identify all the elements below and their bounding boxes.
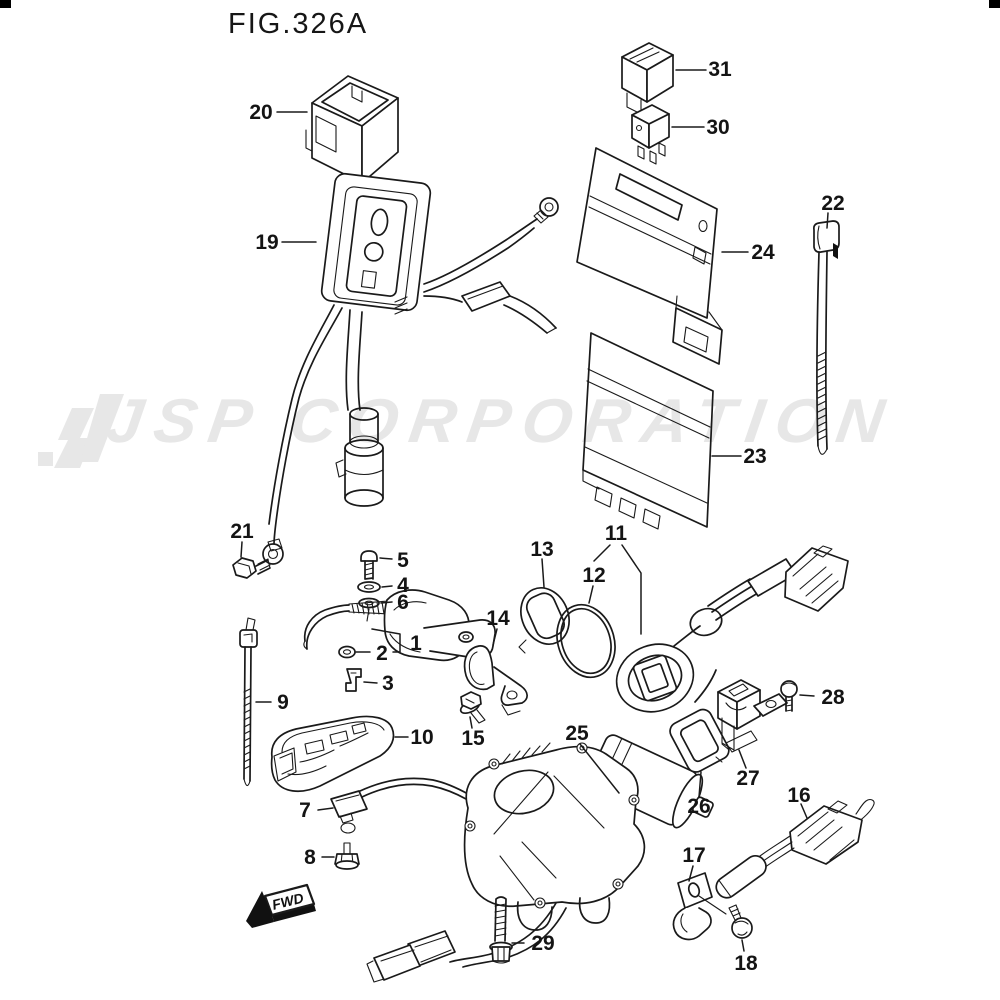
part-7-switch-drawing (330, 777, 469, 834)
part-19-rectifier-drawing (268, 172, 559, 546)
part-label-26: 26 (687, 795, 710, 818)
part-21-bolt-drawing (232, 538, 284, 579)
part-label-6: 6 (397, 591, 409, 614)
part-20-relay-cover-drawing (305, 75, 399, 184)
part-24-bracket-case-drawing (576, 147, 723, 365)
scan-corner-top-right (989, 0, 1000, 8)
part-label-21: 21 (230, 520, 254, 543)
part-30-relay-drawing (631, 104, 670, 165)
part-11-switch-assembly-drawing (615, 545, 849, 713)
part-12-oring-drawing (556, 603, 616, 679)
watermark-logo (38, 394, 124, 468)
part-26-grommet-drawing (669, 708, 730, 773)
watermark: JSP CORPORATION (0, 384, 1000, 476)
part-25-trim-motor-drawing (366, 734, 714, 983)
part-label-20: 20 (249, 101, 272, 124)
part-13-bezel-drawing (518, 587, 570, 654)
part-label-7: 7 (299, 799, 311, 822)
part-label-9: 9 (277, 691, 289, 714)
part-17-bracket-drawing (672, 872, 727, 941)
part-label-30: 30 (706, 116, 729, 139)
part-label-15: 15 (461, 727, 485, 750)
part-label-18: 18 (734, 952, 758, 975)
part-label-23: 23 (743, 445, 766, 468)
part-labels: 20 31 30 24 23 22 19 21 5 4 6 1 2 3 9 10… (230, 58, 845, 975)
leader-lines (240, 69, 829, 952)
part-label-14: 14 (486, 607, 510, 630)
fwd-arrow: FWD (246, 883, 316, 928)
figure-title: FIG.326A (228, 8, 369, 40)
part-18-screw-drawing (728, 904, 753, 939)
part-label-2: 2 (376, 642, 388, 665)
scan-corner-top-left (0, 0, 11, 8)
part-28-bolt-drawing (780, 680, 798, 712)
part-label-3: 3 (382, 672, 394, 695)
part-8-bolt-drawing (334, 842, 360, 870)
part-22-cable-tie-drawing (813, 220, 840, 455)
part-16-connector-drawing (715, 799, 875, 899)
part-1-trim-sensor-drawing (303, 589, 496, 662)
part-23-cdi-unit-drawing (582, 332, 714, 530)
part-9-cable-tie-drawing (239, 617, 258, 787)
part-31-relay-drawing (621, 42, 674, 115)
part-14-clamp-drawing (463, 645, 528, 716)
part-label-5: 5 (397, 549, 409, 572)
fwd-label: FWD (270, 890, 305, 913)
part-label-25: 25 (565, 722, 589, 745)
part-2-ring-drawing (338, 645, 356, 659)
part-10-housing-drawing (270, 715, 395, 793)
part-label-27: 27 (736, 767, 759, 790)
part-5-screw-drawing (360, 550, 378, 580)
part-label-10: 10 (410, 726, 433, 749)
part-label-17: 17 (682, 844, 705, 867)
part-label-12: 12 (582, 564, 605, 587)
part-29-bolt-drawing (489, 896, 513, 964)
part-label-11: 11 (605, 522, 628, 545)
part-label-13: 13 (530, 538, 553, 561)
part-label-19: 19 (255, 231, 278, 254)
part-label-22: 22 (821, 192, 844, 215)
part-label-1: 1 (410, 632, 422, 655)
part-15-bolt-drawing (459, 691, 486, 724)
part-3-clip-drawing (345, 668, 362, 692)
part-label-4: 4 (397, 574, 409, 597)
part-label-28: 28 (821, 686, 845, 709)
part-label-29: 29 (531, 932, 554, 955)
part-27-bracket-drawing (717, 679, 788, 753)
part-label-16: 16 (787, 784, 810, 807)
part-4-washer-drawing (357, 581, 381, 593)
part-label-31: 31 (708, 58, 732, 81)
part-label-24: 24 (751, 241, 775, 264)
part-label-8: 8 (304, 846, 316, 869)
